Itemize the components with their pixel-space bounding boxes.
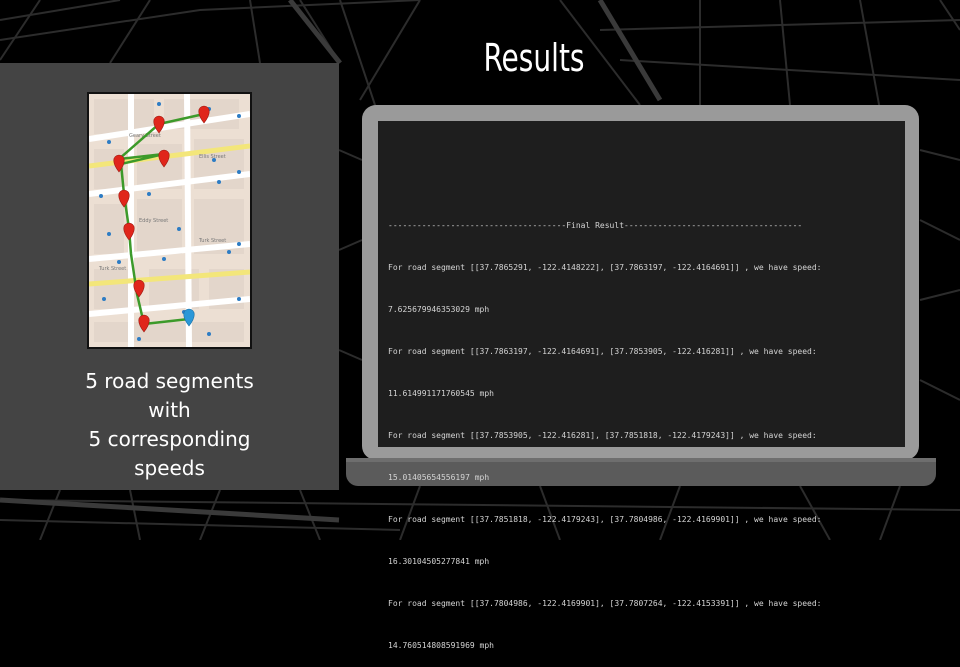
laptop-screen xyxy=(378,121,905,447)
slide-title: Results xyxy=(483,36,585,80)
console-line: 7.625679946353029 mph xyxy=(388,305,490,314)
console-line: 16.30104505277841 mph xyxy=(388,557,490,566)
laptop-hinge xyxy=(346,458,936,464)
console-line: 15.01405654556197 mph xyxy=(388,473,490,482)
map-street-label: Ellis Street xyxy=(199,154,226,160)
caption-line: 5 road segments xyxy=(85,369,254,393)
console-output: -------------------------------------Fin… xyxy=(388,191,900,667)
left-panel: Geary Street Ellis Street Eddy Street Tu… xyxy=(0,63,339,490)
laptop-base xyxy=(346,462,936,486)
console-line: For road segment [[37.7865291, -122.4148… xyxy=(388,263,822,272)
console-line: For road segment [[37.7851818, -122.4179… xyxy=(388,515,822,524)
console-line: For road segment [[37.7804986, -122.4169… xyxy=(388,599,822,608)
console-line: For road segment [[37.7863197, -122.4164… xyxy=(388,347,817,356)
route-map-icon: Geary Street Ellis Street Eddy Street Tu… xyxy=(88,93,251,348)
map-street-label: Turk Street xyxy=(198,238,226,244)
results-caption: 5 road segments with 5 corresponding spe… xyxy=(0,367,339,483)
console-header: -------------------------------------Fin… xyxy=(388,221,803,230)
map-street-label: Eddy Street xyxy=(139,218,168,224)
background-street-map xyxy=(0,0,960,540)
caption-line: 5 corresponding xyxy=(88,427,251,451)
caption-line: with xyxy=(148,398,191,422)
console-line: 14.760514808591969 mph xyxy=(388,641,494,650)
console-line: 11.614991171760545 mph xyxy=(388,389,494,398)
route-map-thumbnail: Geary Street Ellis Street Eddy Street Tu… xyxy=(87,92,252,349)
map-street-label: Turk Street xyxy=(98,266,126,272)
console-line: For road segment [[37.7853905, -122.4162… xyxy=(388,431,817,440)
caption-line: speeds xyxy=(134,456,205,480)
